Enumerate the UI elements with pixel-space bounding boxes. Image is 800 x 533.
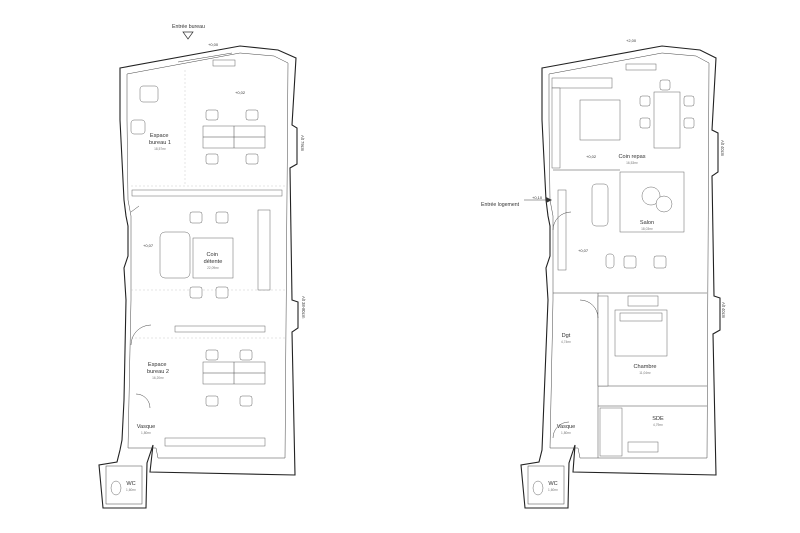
- side-label: Alt 79cm: [300, 135, 305, 152]
- desks-office-1: [130, 85, 266, 165]
- room-area: 22,09m²: [207, 266, 219, 270]
- level-label: +0,02: [235, 90, 246, 95]
- level-label: +0,00: [208, 42, 219, 47]
- room-label: Espace bureau 1: [149, 133, 171, 146]
- room-area: 18,03m²: [641, 227, 653, 231]
- right-floor-plan: Entrée logement +2,00 +0,02 +0,10 +0,07 …: [481, 38, 726, 509]
- side-label: Alt 40cm: [720, 140, 725, 157]
- room-label: Vasque: [557, 424, 576, 430]
- room-area: 1,60m²: [548, 488, 558, 492]
- room-area: 4,79m²: [653, 423, 663, 427]
- desks-office-2: [164, 325, 266, 447]
- entry-arrow-icon: [182, 31, 194, 40]
- left-floor-plan: Entrée bureau +0,00 +0,02 +0,07 Espace b…: [98, 24, 306, 509]
- room-label: WC: [548, 481, 557, 487]
- side-label: Alt 40cm: [721, 302, 726, 319]
- room-label: Chambre: [633, 364, 656, 370]
- level-label: +0,02: [586, 154, 597, 159]
- room-area: 16,20m²: [152, 376, 164, 380]
- room-area: 1,80m²: [561, 431, 571, 435]
- room-name-line: détente: [204, 259, 223, 265]
- room-name-line: bureau 1: [149, 140, 171, 146]
- entry-label: Entrée bureau: [172, 24, 205, 30]
- room-area: 16,53m²: [626, 161, 638, 165]
- room-name-line: bureau 2: [147, 369, 169, 375]
- room-label: Vasque: [137, 424, 156, 430]
- room-label: Coin détente: [204, 252, 223, 265]
- room-name-line: Espace: [148, 362, 167, 368]
- room-name-line: Espace: [150, 133, 169, 139]
- right-plan-walls: [520, 45, 721, 509]
- level-label: +0,07: [143, 243, 154, 248]
- kitchen-furniture: [551, 63, 657, 169]
- salon-furniture: [557, 171, 685, 271]
- entry-arrow-icon: [546, 197, 552, 203]
- room-label: Coin repas: [618, 154, 645, 160]
- room-area: 1,60m²: [126, 488, 136, 492]
- entry-label: Entrée logement: [481, 202, 520, 208]
- room-area: 18,57m²: [154, 147, 166, 151]
- dining-table: [639, 79, 695, 149]
- room-area: 4,74m²: [561, 340, 571, 344]
- lounge-furniture: [131, 189, 283, 299]
- room-area: 11,04m²: [639, 371, 650, 375]
- room-label: SDE: [652, 416, 664, 422]
- level-label: +2,00: [626, 38, 637, 43]
- room-label: WC: [126, 481, 135, 487]
- level-label: +0,10: [532, 195, 543, 200]
- level-label: +0,07: [578, 248, 589, 253]
- bathroom-furniture: [599, 407, 659, 457]
- room-label: Salon: [640, 220, 654, 226]
- room-label: Espace bureau 2: [147, 362, 169, 375]
- bedroom-furniture: [597, 295, 668, 387]
- room-name-line: Coin: [206, 252, 218, 258]
- room-label: Dgt: [562, 333, 571, 339]
- side-label: Alt 38-80cm: [301, 296, 306, 319]
- room-area: 1,80m²: [141, 431, 151, 435]
